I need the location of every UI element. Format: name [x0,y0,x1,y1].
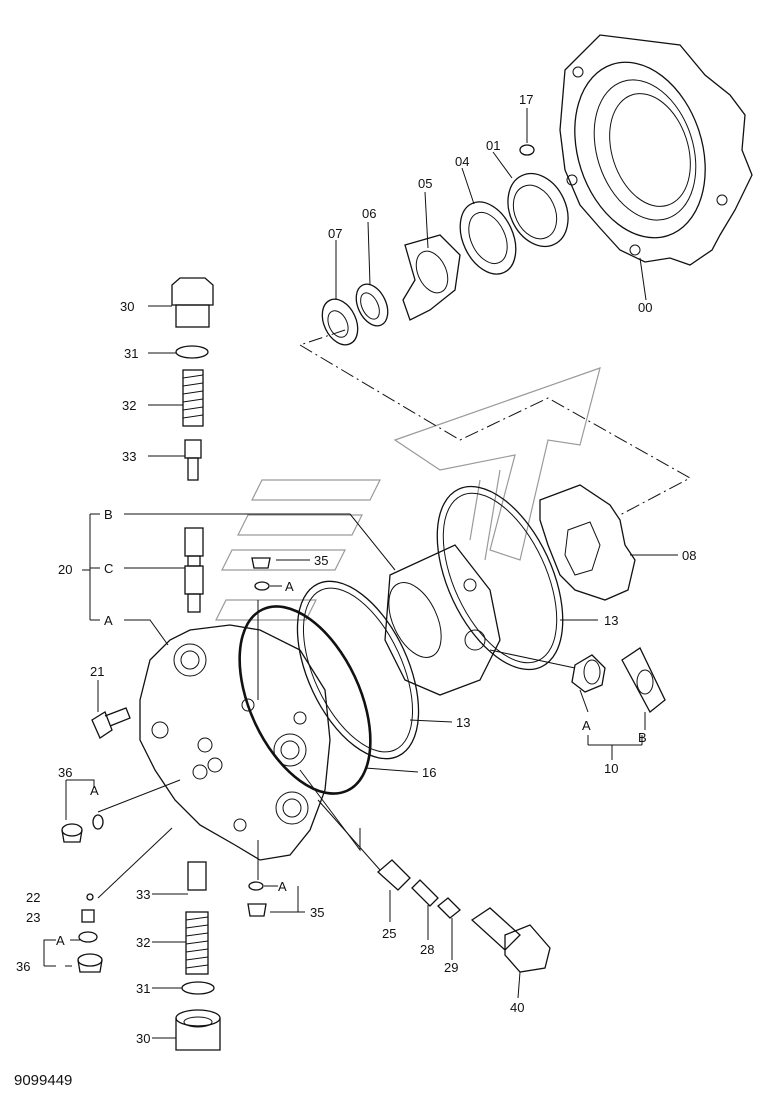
sub-label-10-a: A [582,718,591,733]
callout-21: 21 [90,664,104,679]
callout-04: 04 [455,154,469,169]
callout-20: 20 [58,562,72,577]
o-ring-17 [519,144,535,156]
callout-17: 17 [519,92,533,107]
o-ring-31-lower [181,981,215,995]
callout-00: 00 [638,300,652,315]
ring-06 [355,283,389,327]
plug-30-upper [171,277,214,328]
o-ring-36-upper [92,814,104,830]
callout-30-upper: 30 [120,299,134,314]
bolt-21 [91,707,131,739]
callout-28: 28 [420,942,434,957]
callout-05: 05 [418,176,432,191]
relief-valve-40 [470,907,551,973]
plug-35-upper [251,557,271,569]
callout-31-lower: 31 [136,981,150,996]
plug-36-lower [77,953,103,973]
callout-08: 08 [682,548,696,563]
leader-lines [43,108,678,1039]
callout-labels: 00 01 04 05 06 07 08 10 13 13 16 17 20 2… [16,92,696,1046]
callout-29: 29 [444,960,458,975]
callout-16: 16 [422,765,436,780]
callout-13-lower: 13 [456,715,470,730]
piston-29 [437,897,461,919]
callout-06: 06 [362,206,376,221]
callout-33-upper: 33 [122,449,136,464]
watermark-logo [215,367,601,621]
callout-35-lower: 35 [310,905,324,920]
o-ring-35-lower [248,881,264,891]
callout-07: 07 [328,226,342,241]
drawing-number: 9099449 [14,1072,73,1089]
callout-36-upper: 36 [58,765,72,780]
plate-08 [539,484,636,601]
valve-body [139,624,331,861]
plug-35-lower [247,903,267,917]
callout-31-upper: 31 [124,346,138,361]
sub-label-10-b: B [638,730,647,745]
o-ring-31-upper [175,345,209,359]
sub-label-36-lower-a: A [56,933,65,948]
ring-13-lower [296,580,420,760]
bearing-04 [459,201,517,275]
sub-label-20-c: C [104,561,113,576]
sub-label-20-b: B [104,507,113,522]
callout-22: 22 [26,890,40,905]
callout-23: 23 [26,910,40,925]
callout-32-lower: 32 [136,935,150,950]
assembly-lines [299,329,692,516]
sub-label-36-upper-a: A [90,783,99,798]
spring-32-lower [185,911,209,975]
o-ring-16 [238,605,372,795]
orifice-23 [81,909,95,923]
spring-32-upper [182,369,204,427]
callout-32-upper: 32 [122,398,136,413]
callout-35-upper: 35 [314,553,328,568]
o-ring-36-lower [78,931,98,943]
spool-20 [184,527,204,613]
spring-28 [411,879,439,907]
cylinder-assembly [384,544,501,696]
callout-40: 40 [510,1000,524,1015]
spool-33-upper [184,439,202,481]
callout-25: 25 [382,926,396,941]
seal-01 [507,172,569,248]
callout-10: 10 [604,761,618,776]
callout-13-upper: 13 [604,613,618,628]
bearing-07 [321,298,359,346]
o-ring-35-upper [254,581,270,591]
ring-13-upper [436,485,564,671]
sub-label-35-upper-a: A [285,579,294,594]
callout-01: 01 [486,138,500,153]
spool-33-lower [187,861,207,891]
housing-00 [559,34,753,266]
callout-33-lower: 33 [136,887,150,902]
sub-label-20-a: A [104,613,113,628]
plug-36-upper [61,823,83,843]
plug-30-lower [175,1009,221,1051]
sub-label-35-lower-a: A [278,879,287,894]
poppet-25 [377,859,411,891]
callout-36-lower: 36 [16,959,30,974]
coupling-05 [402,234,461,321]
component-10a [571,654,606,693]
callout-30-lower: 30 [136,1031,150,1046]
ball-22 [86,893,94,901]
component-10b [621,647,666,713]
